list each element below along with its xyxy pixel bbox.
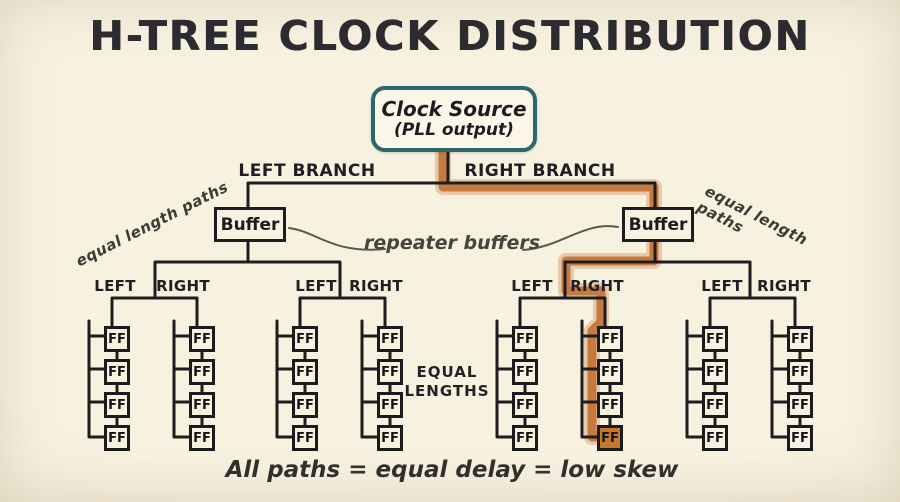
ff-box: FF xyxy=(377,326,403,352)
group4-left-label: LEFT xyxy=(701,277,743,295)
equal-lengths-line1: EQUAL xyxy=(416,363,478,381)
ff-box: FF xyxy=(292,425,318,451)
ff-box: FF xyxy=(189,359,215,385)
ff-box: FF xyxy=(597,359,623,385)
ff-box: FF xyxy=(787,359,813,385)
repeater-buffers-note: repeater buffers xyxy=(363,232,541,254)
clock-source-sublabel: (PLL output) xyxy=(394,119,514,140)
left-branch-label: LEFT BRANCH xyxy=(238,161,376,181)
tree-wires xyxy=(87,144,802,439)
ff-box: FF xyxy=(377,392,403,418)
ff-box: FF xyxy=(377,359,403,385)
group1-left-label: LEFT xyxy=(94,277,136,295)
ff-box: FF xyxy=(292,326,318,352)
ff-box: FF xyxy=(377,425,403,451)
ff-box: FF xyxy=(512,392,538,418)
ff-box-highlighted: FF xyxy=(597,425,623,451)
ff-box: FF xyxy=(787,392,813,418)
ff-box: FF xyxy=(189,425,215,451)
ff-box: FF xyxy=(189,326,215,352)
repeater-pointer-lines xyxy=(288,225,619,251)
group3-right-label: RIGHT xyxy=(570,277,624,295)
clock-source-label: Clock Source xyxy=(381,96,527,121)
ff-box: FF xyxy=(292,359,318,385)
bottom-caption: All paths = equal delay = low skew xyxy=(225,457,679,483)
ff-box: FF xyxy=(597,392,623,418)
ff-box: FF xyxy=(189,392,215,418)
group2-right-label: RIGHT xyxy=(349,277,403,295)
right-branch-label: RIGHT BRANCH xyxy=(464,161,616,181)
ff-box: FF xyxy=(104,359,130,385)
equal-lengths-line2: LENGTHS xyxy=(404,382,490,400)
group2-left-label: LEFT xyxy=(295,277,337,295)
ff-box: FF xyxy=(702,392,728,418)
ff-box: FF xyxy=(787,425,813,451)
ff-box: FF xyxy=(512,425,538,451)
group3-left-label: LEFT xyxy=(511,277,553,295)
ff-box: FF xyxy=(702,425,728,451)
group4-right-label: RIGHT xyxy=(757,277,811,295)
ff-box: FF xyxy=(597,326,623,352)
ff-box: FF xyxy=(787,326,813,352)
left-buffer-box: Buffer xyxy=(214,207,286,242)
ff-box: FF xyxy=(292,392,318,418)
right-buffer-box: Buffer xyxy=(622,207,694,242)
ff-box: FF xyxy=(104,425,130,451)
page-title: H-TREE CLOCK DISTRIBUTION xyxy=(89,12,811,60)
ff-box: FF xyxy=(104,392,130,418)
ff-box: FF xyxy=(702,359,728,385)
ff-box: FF xyxy=(702,326,728,352)
ff-box: FF xyxy=(104,326,130,352)
group1-right-label: RIGHT xyxy=(156,277,210,295)
ff-box: FF xyxy=(512,359,538,385)
ff-box: FF xyxy=(512,326,538,352)
clock-source-box: Clock Source (PLL output) xyxy=(371,86,537,152)
equal-lengths-note: EQUAL LENGTHS xyxy=(405,363,490,401)
